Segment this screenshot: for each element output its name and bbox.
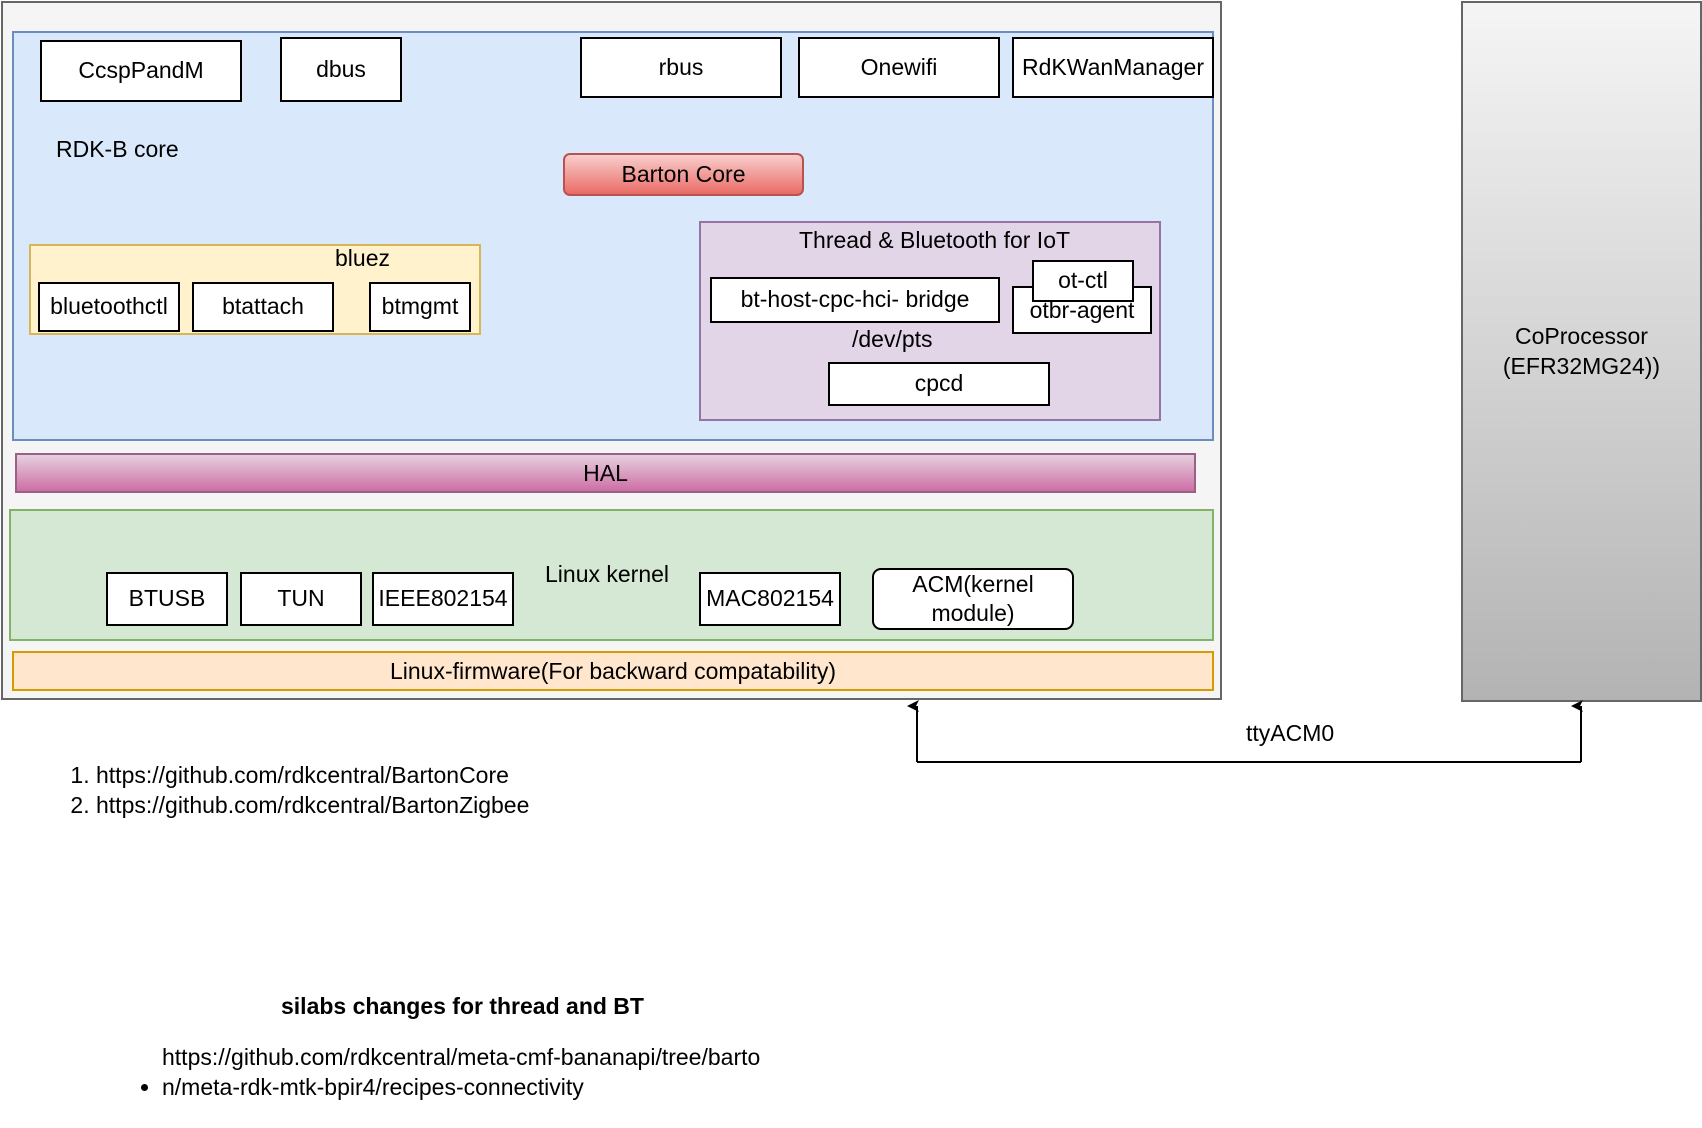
linux-firmware-layer[interactable]: Linux-firmware(For backward compatabilit…	[12, 651, 1214, 691]
silabs-heading: silabs changes for thread and BT	[281, 993, 644, 1019]
bt-host-cpc-hci-bridge-box[interactable]: bt-host-cpc-hci- bridge	[710, 277, 1000, 323]
coprocessor-box[interactable]: CoProcessor (EFR32MG24))	[1461, 1, 1702, 702]
bluez-item-btattach[interactable]: btattach	[192, 282, 334, 332]
reference-list: https://github.com/rdkcentral/BartonCore…	[66, 760, 529, 821]
reference-link-bartonzigbee[interactable]: https://github.com/rdkcentral/BartonZigb…	[96, 790, 529, 820]
thread-bluetooth-label: Thread & Bluetooth for IoT	[799, 227, 1071, 253]
silabs-link-text[interactable]: https://github.com/rdkcentral/meta-cmf-b…	[162, 1044, 761, 1101]
bluez-item-btmgmt[interactable]: btmgmt	[369, 282, 471, 332]
hal-layer[interactable]: HAL	[15, 453, 1196, 493]
cpcd-box[interactable]: cpcd	[828, 362, 1050, 406]
barton-core-box[interactable]: Barton Core	[563, 153, 804, 196]
component-dbus[interactable]: dbus	[280, 37, 402, 102]
component-ccsppandm[interactable]: CcspPandM	[40, 40, 242, 102]
kernel-module-btusb[interactable]: BTUSB	[106, 572, 228, 626]
ttyacm0-label: ttyACM0	[1246, 720, 1335, 746]
kernel-module-acm[interactable]: ACM(kernel module)	[872, 568, 1074, 630]
linux-kernel-label: Linux kernel	[545, 561, 670, 587]
ot-ctl-box[interactable]: ot-ctl	[1032, 260, 1134, 302]
kernel-module-mac802154[interactable]: MAC802154	[699, 572, 841, 626]
kernel-module-ieee802154[interactable]: IEEE802154	[372, 572, 514, 626]
rdkb-core-label: RDK-B core	[56, 136, 179, 162]
reference-link-bartoncore[interactable]: https://github.com/rdkcentral/BartonCore	[96, 760, 529, 790]
coprocessor-label: CoProcessor (EFR32MG24))	[1502, 322, 1661, 379]
bluez-label: bluez	[335, 245, 390, 271]
dev-pts-label: /dev/pts	[852, 326, 933, 352]
component-rdkwanmanager[interactable]: RdKWanManager	[1012, 37, 1214, 98]
silabs-link[interactable]: https://github.com/rdkcentral/meta-cmf-b…	[162, 1042, 862, 1103]
kernel-module-tun[interactable]: TUN	[240, 572, 362, 626]
silabs-link-list: https://github.com/rdkcentral/meta-cmf-b…	[132, 1042, 862, 1103]
bluez-item-bluetoothctl[interactable]: bluetoothctl	[38, 282, 180, 332]
component-rbus[interactable]: rbus	[580, 37, 782, 98]
component-onewifi[interactable]: Onewifi	[798, 37, 1000, 98]
